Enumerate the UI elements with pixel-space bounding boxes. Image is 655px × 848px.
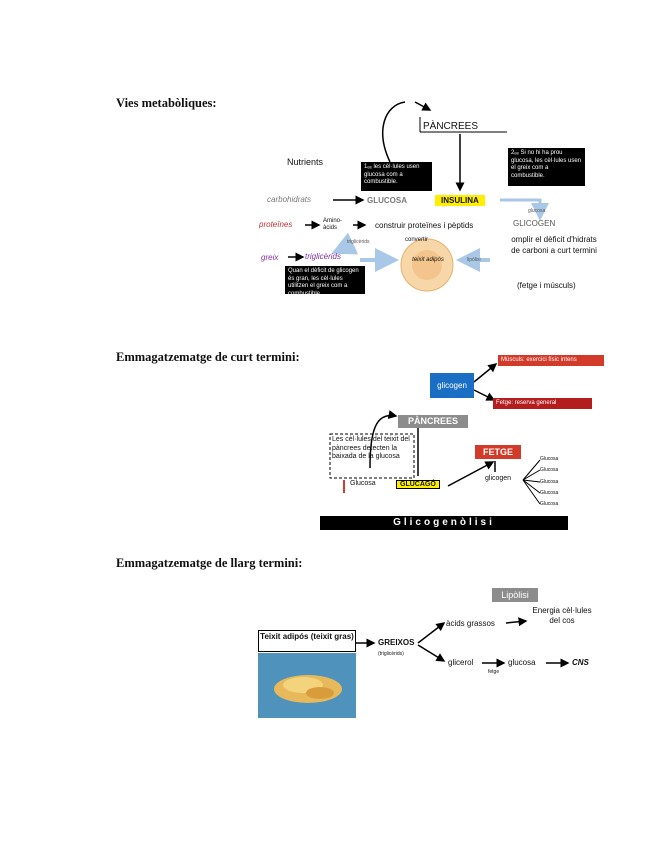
glucosa-branch-2: Glucosa: [540, 467, 559, 473]
adipose-tissue-image: [258, 653, 356, 718]
glicogen-label: GLICOGEN: [513, 219, 556, 228]
fetge-musculs-label: (fetge i músculs): [517, 281, 576, 290]
carbohidrats-label: carbohidrats: [267, 195, 312, 204]
glicogenolisi-bar: Glicogenòlisi: [320, 516, 568, 530]
lipolisi-gray-box: Lipòlisi: [492, 588, 538, 602]
acids-grassos-label: àcids grassos: [446, 619, 495, 628]
diagram-long-term-storage: Lipòlisi Teixit adipós (teixit gras) GRE…: [256, 585, 606, 720]
small-glucosa: glucosa: [528, 208, 546, 214]
glucosa-label: glucosa: [508, 658, 536, 667]
teixit-adipos-label: teixit adipós: [412, 257, 444, 263]
insulina-badge: INSULINA: [435, 195, 485, 206]
glucosa-branch-5: Glucosa: [540, 501, 559, 507]
nutrients-label: Nutrients: [287, 157, 324, 167]
heading-llarg-termini: Emmagatzematge de llarg termini:: [116, 556, 303, 570]
glucago-badge: GLUCAGÓ: [396, 480, 440, 489]
glucosa-branch-1: Glucosa: [540, 456, 559, 462]
pancrees-label: PÀNCREES: [423, 121, 479, 132]
greixos-label: GREIXOS: [378, 638, 415, 647]
diagram3-arrows: [356, 617, 570, 668]
energia-label: Energia cèl·lules del cos: [532, 606, 592, 625]
adipose-tissue-photo: [258, 653, 356, 718]
glicerol-label: glicerol: [448, 658, 474, 667]
glucosa-label: Glucosa: [350, 480, 376, 487]
diagram2-arrows: [329, 363, 541, 505]
heading-curt-termini: Emmagatzematge de curt termini:: [116, 350, 300, 364]
diagram1-arrows: [288, 101, 549, 292]
dashed-box-text: Les cèl·lules del teixit del pàncrees de…: [332, 436, 410, 460]
fetge-red-bar: Fetge: reserva general: [493, 398, 592, 409]
convertir-label: convertir: [405, 237, 429, 243]
triglicerids-label: triglicèrids: [305, 252, 342, 261]
small-triglicerids: triglicèrids: [347, 239, 370, 245]
musculs-bar: Músculs: exercici físic intens: [498, 355, 604, 366]
construir-label: construir proteïnes i pèptids: [375, 221, 474, 230]
glucosa-label: GLUCOSA: [367, 196, 407, 205]
fetge-small-label: fetge: [488, 669, 500, 675]
pancrees-gray-box: PÀNCREES: [398, 415, 468, 428]
triglicerids-label: (triglicèrids): [378, 651, 404, 657]
proteines-label: proteïnes: [259, 220, 293, 229]
diagram-short-term-storage: Músculs: exercici físic intens Fetge: re…: [318, 350, 608, 532]
glucosa-branch-4: Glucosa: [540, 490, 559, 496]
box-glucose-fuel: 1ₑₑ les cèl·lules usen glucosa com a com…: [361, 162, 432, 191]
greix-label: greix: [261, 253, 279, 262]
cns-label: CNS: [572, 658, 589, 667]
aminoacids-label: Amino-àcids: [323, 218, 343, 231]
heading-vies-metaboliques: Vies metabòliques:: [116, 96, 217, 110]
glucosa-branch-3: Glucosa: [540, 479, 559, 485]
box-glycogen-deficit: Quan el dèficit de glicogen és gran, les…: [285, 266, 365, 297]
omplir-deficit-text: omplir el dèficit d'hidrats de carboni a…: [511, 235, 597, 255]
fetge-red-box: FETGE: [475, 445, 521, 459]
glicogen-blue-box: glicogen: [430, 373, 474, 398]
small-lipolisi: lipòlisi: [467, 257, 481, 263]
glicogen-fetge-label: glicogen: [485, 475, 512, 482]
diagram-metabolic-pathways: PÀNCREES Nutrients 1ₑₑ les cèl·lules use…: [255, 100, 610, 300]
teixit-adipos-box: Teixit adipós (teixit gras): [258, 630, 356, 652]
box-fat-fuel: 2ₑₑ Si no hi ha prou glucosa, les cèl·lu…: [508, 148, 585, 186]
